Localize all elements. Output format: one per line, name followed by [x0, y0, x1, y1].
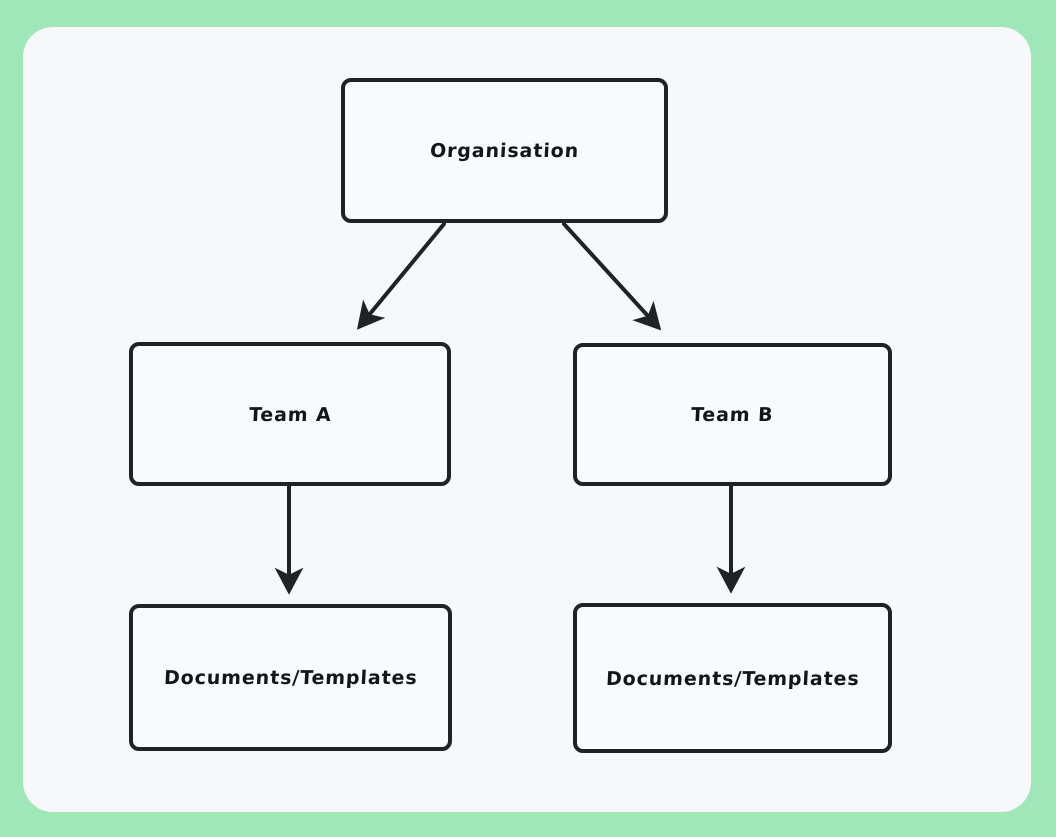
node-team-a-label: Team A — [248, 403, 332, 426]
node-documents-templates-a-label: Documents/Templates — [163, 667, 418, 690]
node-documents-templates-b[interactable]: Documents/Templates — [573, 603, 892, 753]
node-team-a[interactable]: Team A — [129, 342, 451, 486]
node-documents-templates-b-label: Documents/Templates — [605, 667, 860, 690]
node-team-b[interactable]: Team B — [573, 343, 892, 486]
node-organisation[interactable]: Organisation — [341, 78, 668, 223]
node-documents-templates-a[interactable]: Documents/Templates — [129, 604, 452, 751]
node-team-b-label: Team B — [690, 404, 775, 427]
node-organisation-label: Organisation — [429, 140, 580, 163]
